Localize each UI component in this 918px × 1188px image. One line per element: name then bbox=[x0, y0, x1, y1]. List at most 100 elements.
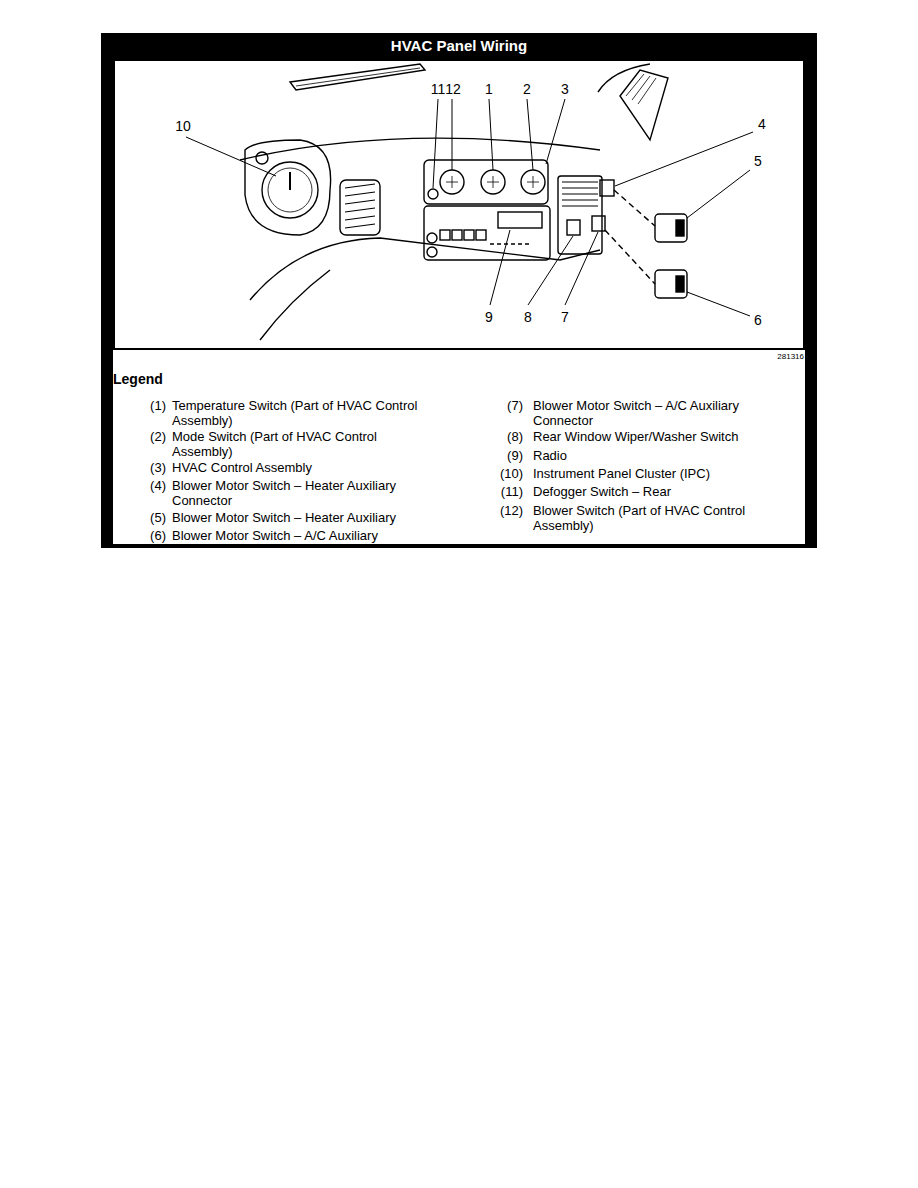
legend-text: Temperature Switch (Part of HVAC Control… bbox=[172, 398, 447, 428]
illustration-border bbox=[114, 60, 804, 349]
leader-line bbox=[546, 99, 565, 164]
switch-face bbox=[676, 220, 684, 236]
legend-text: Blower Motor Switch – Heater Auxiliary C… bbox=[172, 478, 447, 508]
callout-number: 7 bbox=[552, 309, 578, 325]
callout-number: 3 bbox=[552, 81, 578, 97]
temperature-knob bbox=[481, 170, 505, 194]
leader-line bbox=[433, 99, 438, 188]
legend-number: (8) bbox=[483, 429, 523, 444]
leader-line bbox=[687, 292, 750, 316]
hvac-control-panel bbox=[424, 160, 548, 204]
column-line bbox=[260, 270, 330, 340]
radio-button bbox=[476, 230, 486, 240]
radio-body bbox=[424, 206, 550, 260]
legend-text: Defogger Switch – Rear bbox=[533, 484, 795, 499]
legend-text: Mode Switch (Part of HVAC Control Assemb… bbox=[172, 429, 404, 459]
figure-number: 281316 bbox=[720, 352, 804, 362]
leader-line bbox=[186, 137, 276, 176]
callout-number: 2 bbox=[514, 81, 540, 97]
dashed-guide bbox=[605, 230, 655, 284]
radio-knob bbox=[427, 233, 437, 243]
gauge bbox=[262, 162, 318, 218]
inner-ground bbox=[113, 59, 805, 544]
legend-number: (2) bbox=[126, 429, 166, 444]
legend-text: HVAC Control Assembly bbox=[172, 460, 447, 475]
knob-grip bbox=[446, 176, 458, 188]
heater-aux-switch bbox=[655, 214, 687, 242]
dash-lower bbox=[250, 238, 600, 300]
leader-line bbox=[452, 99, 453, 170]
defogger-button bbox=[428, 189, 438, 199]
legend-number: (5) bbox=[126, 510, 166, 525]
knob-grip bbox=[527, 176, 539, 188]
legend-text: Blower Switch (Part of HVAC Control Asse… bbox=[533, 503, 783, 533]
callout-number: 4 bbox=[749, 116, 775, 132]
callout-number: 6 bbox=[745, 312, 771, 328]
switch-bezel bbox=[558, 176, 602, 254]
legend-number: (3) bbox=[126, 460, 166, 475]
heater-aux-connector bbox=[600, 180, 614, 196]
radio-knob bbox=[427, 247, 437, 257]
leader-line bbox=[490, 230, 510, 305]
legend-text: Blower Motor Switch – A/C Auxiliary bbox=[172, 528, 447, 543]
leader-line bbox=[615, 132, 753, 186]
legend-text: Blower Motor Switch – A/C Auxiliary Conn… bbox=[533, 398, 795, 428]
callout-number: 8 bbox=[515, 309, 541, 325]
gauge-face bbox=[268, 168, 312, 212]
leader-lines bbox=[186, 99, 753, 316]
callout-number: 5 bbox=[745, 153, 771, 169]
knob-grip bbox=[487, 176, 499, 188]
leader-line bbox=[527, 99, 533, 170]
blower-knob bbox=[440, 170, 464, 194]
defrost-vent bbox=[290, 64, 425, 90]
dashboard-drawing bbox=[240, 64, 687, 340]
pillar-line bbox=[598, 64, 650, 92]
dashed-guide bbox=[614, 190, 655, 226]
gauge-needle bbox=[289, 172, 291, 190]
legend-number: (7) bbox=[483, 398, 523, 413]
mode-knob bbox=[521, 170, 545, 194]
cluster-housing bbox=[245, 140, 331, 235]
legend-text: Radio bbox=[533, 448, 795, 463]
ac-aux-connector bbox=[592, 216, 605, 231]
radio-button bbox=[452, 230, 462, 240]
legend-number: (1) bbox=[126, 398, 166, 413]
radio-display bbox=[498, 212, 542, 228]
center-vent bbox=[340, 180, 380, 235]
figure-frame bbox=[101, 33, 817, 548]
callout-number: 10 bbox=[170, 118, 196, 134]
legend-number: (9) bbox=[483, 448, 523, 463]
figure-title: HVAC Panel Wiring bbox=[101, 37, 817, 55]
leader-line bbox=[687, 170, 750, 218]
radio-button bbox=[440, 230, 450, 240]
legend-heading: Legend bbox=[113, 371, 233, 388]
vent-slats bbox=[345, 184, 375, 228]
legend-text: Blower Motor Switch – Heater Auxiliary bbox=[172, 510, 447, 525]
radio-marks bbox=[490, 243, 530, 244]
dash-top bbox=[240, 138, 600, 160]
defrost-slat bbox=[296, 68, 420, 86]
leader-line bbox=[565, 232, 598, 305]
wiper-switch bbox=[567, 220, 580, 235]
legend-number: (12) bbox=[483, 503, 523, 518]
legend-number: (10) bbox=[483, 466, 523, 481]
side-vent-slats bbox=[626, 74, 656, 104]
legend-text: Instrument Panel Cluster (IPC) bbox=[533, 466, 795, 481]
legend-number: (11) bbox=[483, 484, 523, 499]
legend-number: (4) bbox=[126, 478, 166, 493]
legend-number: (6) bbox=[126, 528, 166, 543]
ac-aux-switch bbox=[655, 270, 687, 298]
outer-frame bbox=[101, 33, 817, 548]
callout-number: 12 bbox=[440, 81, 466, 97]
radio-button bbox=[464, 230, 474, 240]
leader-line bbox=[528, 236, 573, 305]
switch-face bbox=[676, 276, 684, 292]
side-vent bbox=[620, 70, 668, 140]
small-gauge bbox=[256, 152, 268, 164]
wire-harness bbox=[562, 182, 598, 206]
leader-line bbox=[489, 99, 493, 170]
callout-number: 1 bbox=[476, 81, 502, 97]
callout-number: 9 bbox=[476, 309, 502, 325]
